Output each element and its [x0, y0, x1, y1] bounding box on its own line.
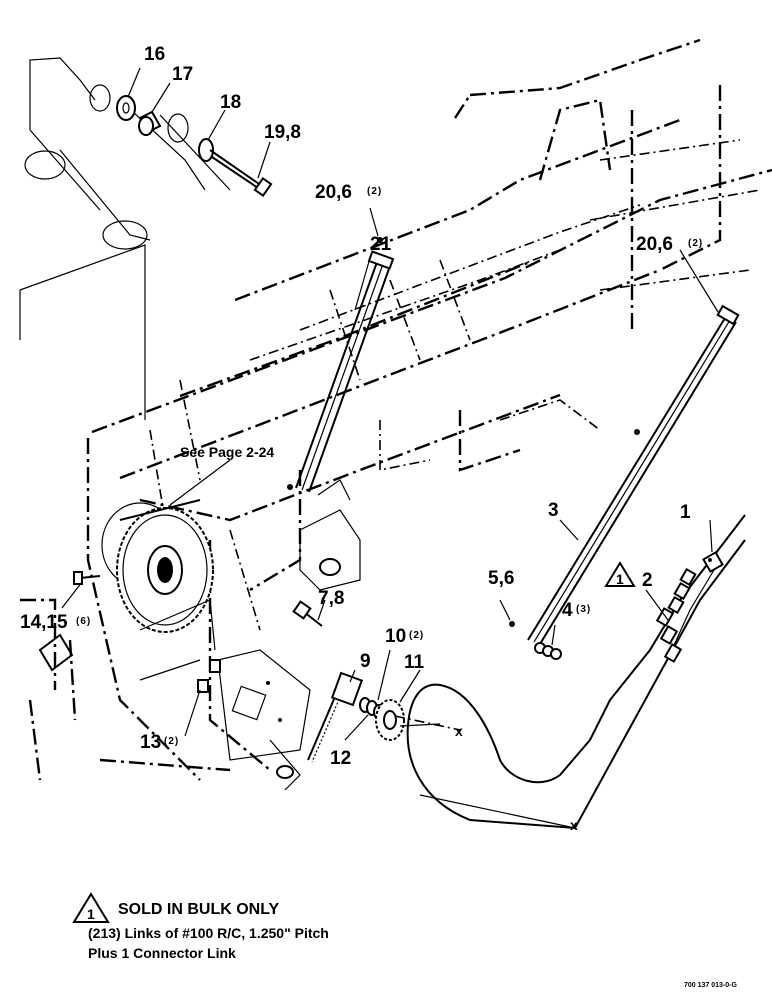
callout-17: 17	[172, 64, 193, 85]
bolt-5	[509, 621, 515, 627]
callout-5-6: 5,6	[488, 568, 514, 589]
callout-7-8: 7,8	[318, 588, 344, 609]
washer-18	[198, 138, 214, 162]
bolt-14	[73, 571, 101, 585]
callout-13: 13	[140, 732, 161, 753]
connector-link-1	[702, 551, 724, 573]
note-triangle-number: 1	[87, 906, 95, 922]
callout-11: 11	[404, 652, 425, 673]
callout-21: 21	[370, 234, 392, 255]
callout-3: 3	[548, 500, 559, 521]
bulk-note: 1 SOLD IN BULK ONLY (213) Links of #100 …	[72, 892, 329, 961]
bushings-13	[197, 659, 221, 693]
bushing-17	[138, 110, 162, 136]
strut-21	[287, 237, 395, 493]
callout-10: 10	[385, 626, 406, 647]
callout-19-8: 19,8	[264, 122, 301, 143]
chain-center-mark: x	[455, 723, 463, 739]
callout-10-qty: (2)	[409, 630, 424, 641]
idler-bracket-9	[307, 671, 364, 763]
callout-20-6-left-qty: (2)	[367, 186, 382, 197]
bearing-housing	[299, 479, 361, 591]
note-triangle-icon	[72, 892, 110, 923]
callout-1: 1	[680, 502, 691, 523]
bulk-note-marker: 1	[604, 561, 636, 587]
callout-2: 2	[642, 570, 653, 591]
drawing-number: 700 137 013-0-G	[684, 982, 737, 989]
cover-plate	[38, 599, 216, 681]
nuts-4	[534, 642, 562, 660]
callout-16: 16	[144, 44, 165, 65]
callout-18: 18	[220, 92, 241, 113]
callout-13-qty: (2)	[164, 736, 179, 747]
callout-20-6-right-qty: (2)	[688, 238, 703, 249]
callout-14-15-qty: (6)	[76, 616, 91, 627]
large-sprocket	[101, 499, 214, 633]
leader-lines	[61, 67, 719, 741]
bolt-19	[209, 149, 273, 197]
tensioner-plate	[217, 649, 311, 791]
idler-sprocket-11	[375, 699, 461, 741]
callout-4: 4	[562, 600, 573, 621]
callout-labels: 16 17 18 19,8 20,6 (2) 20,6 (2) 21 3 1 2…	[20, 44, 703, 769]
see-page-reference: See Page 2-24	[180, 444, 274, 460]
strut-3	[527, 304, 740, 645]
note-line-1: (213) Links of #100 R/C, 1.250" Pitch	[88, 925, 329, 941]
washer-16	[116, 95, 136, 121]
frame-outline	[20, 38, 772, 781]
bolt-7	[292, 600, 323, 627]
callout-14-15: 14,15	[20, 612, 68, 633]
chain-links-2	[655, 567, 697, 663]
chain-center-mark: x	[570, 817, 578, 833]
callout-20-6-left: 20,6	[315, 182, 352, 203]
note-line-2: Plus 1 Connector Link	[88, 945, 236, 961]
note-heading: SOLD IN BULK ONLY	[118, 901, 280, 918]
callout-9: 9	[360, 651, 371, 672]
bulk-note-marker-number: 1	[616, 571, 624, 587]
callout-4-qty: (3)	[576, 604, 591, 615]
callout-12: 12	[330, 748, 351, 769]
callout-20-6-right: 20,6	[636, 234, 673, 255]
